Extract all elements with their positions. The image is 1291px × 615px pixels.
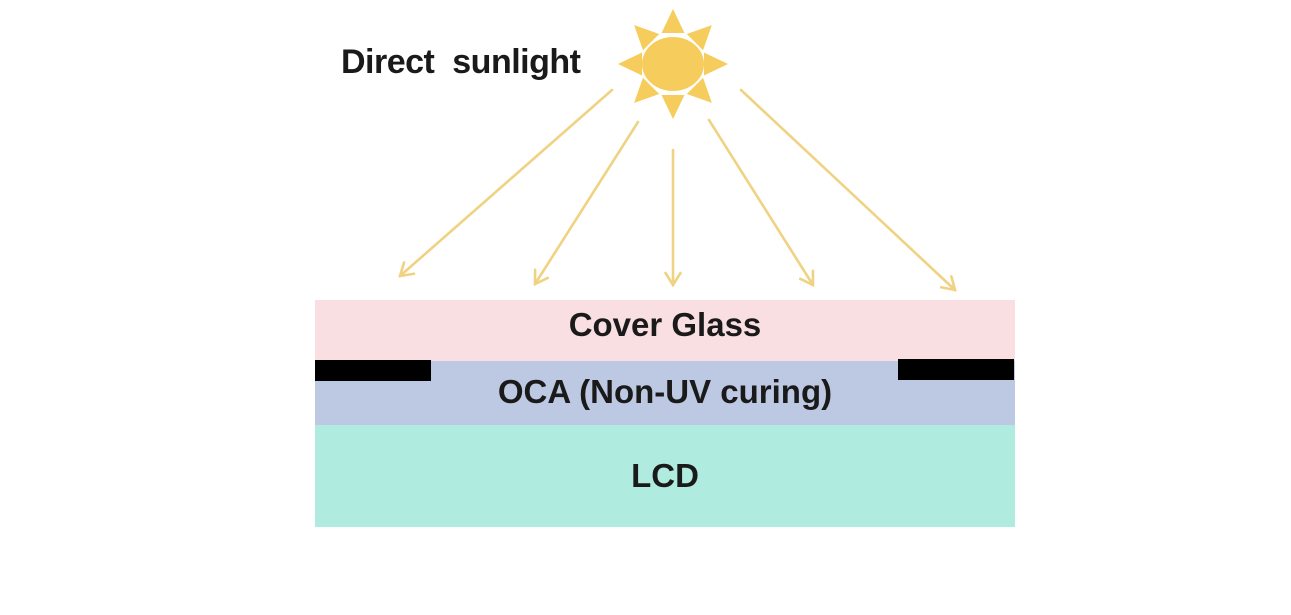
sunbeam-arrow xyxy=(400,88,614,276)
layer-cover-glass: Cover Glass xyxy=(315,300,1015,361)
right-bezel-bar xyxy=(898,359,1014,380)
title: Direct sunlight xyxy=(341,43,581,81)
layer-lcd-label: LCD xyxy=(631,456,699,494)
left-bezel-bar xyxy=(315,360,431,381)
layer-lcd: LCD xyxy=(315,425,1015,527)
sunbeam-arrows xyxy=(400,88,955,290)
sunbeam-arrow xyxy=(739,88,955,290)
sunbeam-arrow xyxy=(535,120,640,284)
layer-oca-label: OCA (Non-UV curing) xyxy=(497,372,833,410)
sunbeam-arrow xyxy=(707,118,813,285)
sun-icon xyxy=(618,9,728,119)
layer-cover-glass-label: Cover Glass xyxy=(568,306,762,343)
